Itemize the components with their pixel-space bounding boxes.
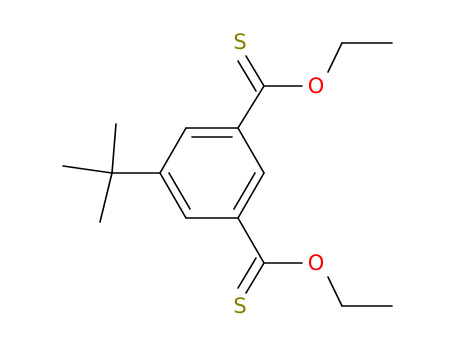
- atom-sulfur-top: S: [233, 30, 246, 54]
- atom-sulfur-bottom: S: [233, 294, 246, 318]
- tbutyl-bond-up: [111, 123, 117, 174]
- bottom-bond-cs-2: [237, 257, 257, 289]
- tbutyl-bond-left: [62, 165, 113, 174]
- ring-inner-bond-left: [168, 172, 191, 210]
- atom-oxygen-top: O: [308, 74, 325, 98]
- ring-bond-5: [159, 127, 187, 174]
- ring-bond-2: [237, 172, 265, 219]
- top-bond-cs-2: [237, 60, 257, 92]
- top-bond-cs-1: [245, 55, 265, 87]
- atom-oxygen-bottom: O: [308, 251, 325, 275]
- ring-bond-1: [237, 127, 265, 174]
- top-bond-o-ch2: [327, 42, 343, 73]
- tbutyl-bond-down: [99, 172, 113, 223]
- ring-bond-4: [159, 172, 187, 219]
- bottom-bond-o-ch2: [327, 276, 343, 307]
- ring-inner-bond-right: [233, 172, 256, 210]
- bottom-bond-cs-1: [245, 262, 265, 294]
- top-bond-ring-carbon: [237, 85, 265, 129]
- bottom-bond-ring-carbon: [237, 217, 265, 264]
